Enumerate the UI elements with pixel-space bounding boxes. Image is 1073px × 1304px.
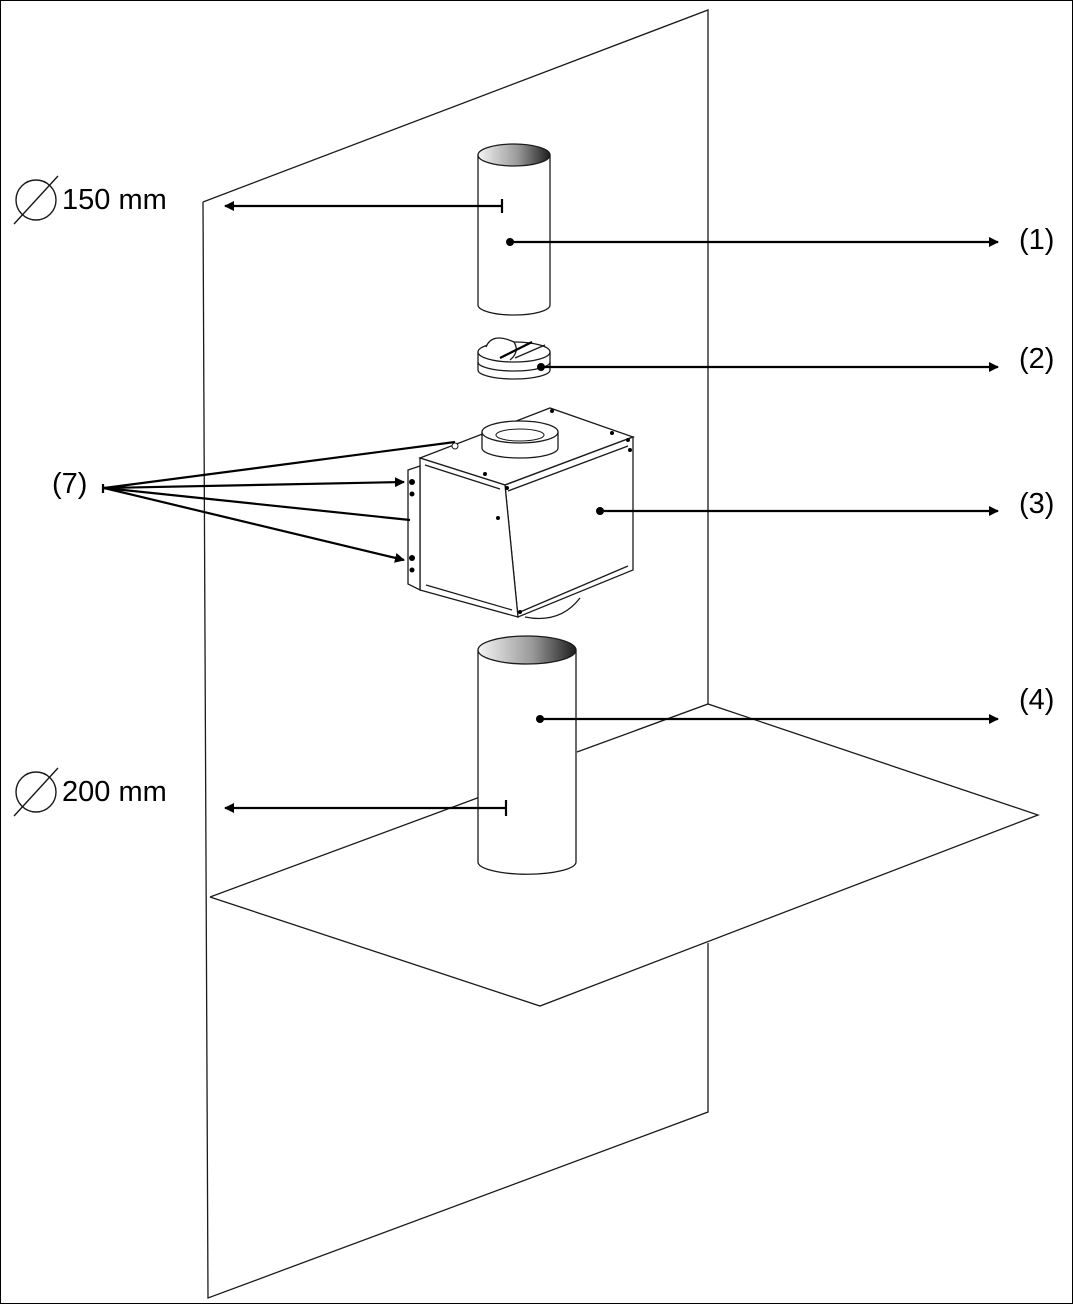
diameter-symbol-top: [13, 175, 59, 225]
leader-2: [537, 362, 999, 372]
part-2-label: (2): [1019, 343, 1055, 375]
part-3-label: (3): [1019, 488, 1055, 520]
leader-4: [536, 714, 999, 724]
leader-1: [506, 237, 999, 247]
part-1-label: (1): [1019, 224, 1055, 256]
diameter-symbol-bottom: [13, 767, 59, 817]
upper-pipe: [477, 143, 551, 316]
ceiling-plane: [209, 703, 1040, 1007]
diameter-bottom-dimension: [224, 800, 508, 816]
non-return-valve: [477, 337, 551, 380]
diameter-top-dimension: [224, 199, 504, 213]
diameter-bottom-label: 200 mm: [62, 776, 167, 808]
lower-pipe: [477, 635, 577, 875]
wall-outline: [202, 9, 709, 1299]
part-7-label: (7): [52, 468, 88, 500]
leader-3: [596, 506, 999, 516]
fan-box: [407, 407, 635, 620]
part-4-label: (4): [1019, 684, 1055, 716]
diameter-top-label: 150 mm: [62, 184, 167, 216]
leader-7: [101, 440, 456, 563]
